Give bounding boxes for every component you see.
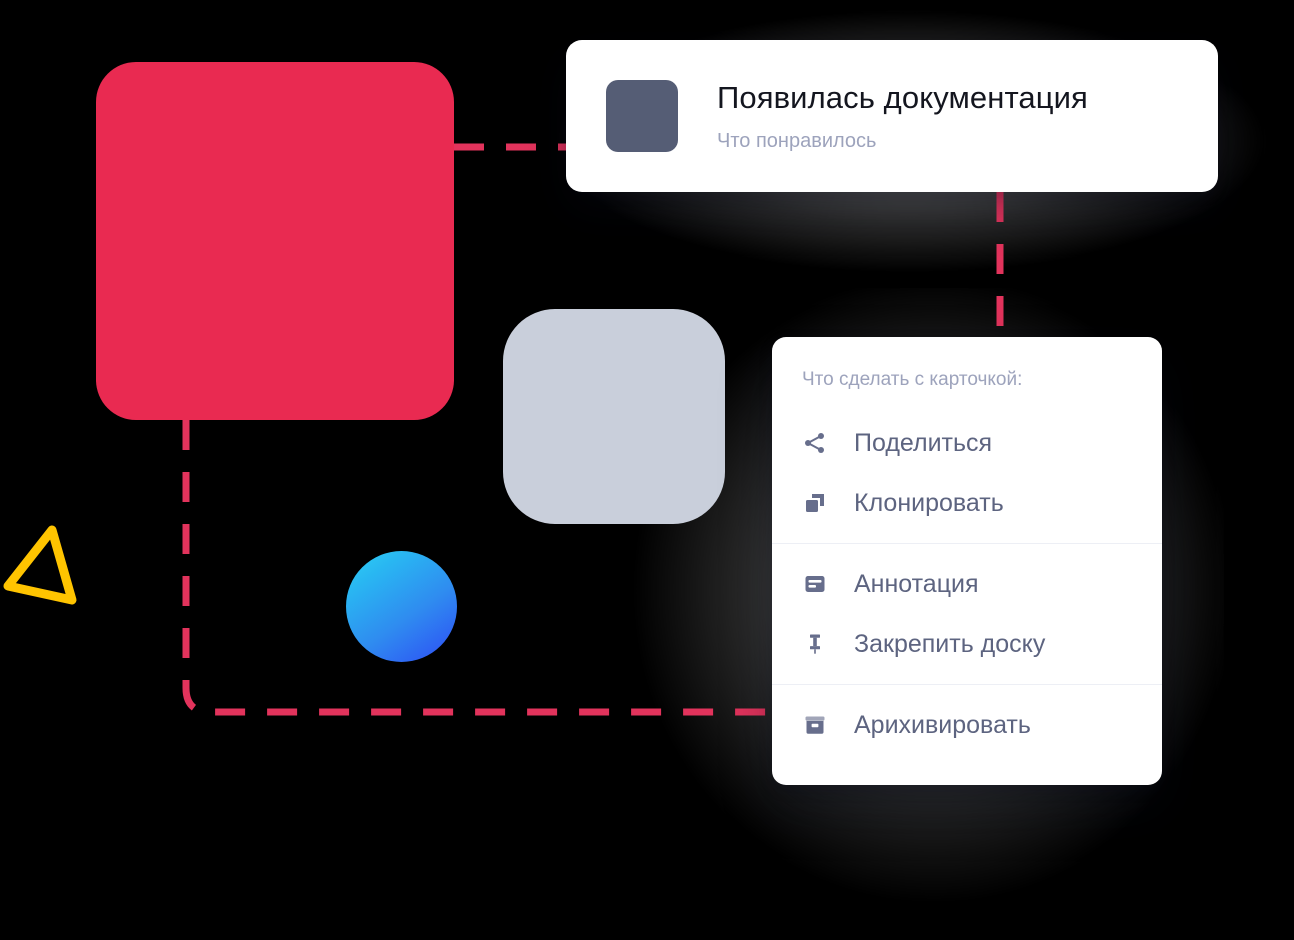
menu-header: Что сделать с карточкой: [802,369,1023,390]
red-rounded-square [96,62,454,420]
card-subtitle: Что понравилось [717,130,877,152]
card-context-menu: Что сделать с карточкой: Поделиться [772,337,1162,785]
menu-item-label: Клонировать [854,489,1004,517]
menu-group-secondary: Аннотация Закрепить доску [772,543,1162,684]
menu-item-label: Арихивировать [854,711,1031,739]
blue-gradient-circle [346,551,457,662]
menu-item-label: Поделиться [854,429,993,457]
card-thumbnail [606,80,678,152]
menu-group-archive: Арихивировать [772,684,1162,765]
menu-item-clone[interactable]: Клонировать [772,473,1162,533]
pin-icon [802,631,828,657]
clone-icon [802,490,828,516]
archive-icon [802,712,828,738]
share-icon [802,430,828,456]
card-text-block: Появилась документация Что понравилось [717,79,1088,153]
menu-item-label: Аннотация [854,570,979,598]
gray-rounded-square [503,309,725,524]
yellow-triangle-outline [3,525,77,605]
notification-card[interactable]: Появилась документация Что понравилось [566,40,1218,192]
menu-item-annotation[interactable]: Аннотация [772,554,1162,614]
card-title: Появилась документация [717,80,1088,115]
menu-item-label: Закрепить доску [854,630,1046,658]
menu-item-share[interactable]: Поделиться [772,413,1162,473]
menu-item-archive[interactable]: Арихивировать [772,695,1162,755]
menu-item-pin-board[interactable]: Закрепить доску [772,614,1162,674]
annotation-icon [802,571,828,597]
menu-group-primary: Поделиться Клонировать [772,403,1162,543]
